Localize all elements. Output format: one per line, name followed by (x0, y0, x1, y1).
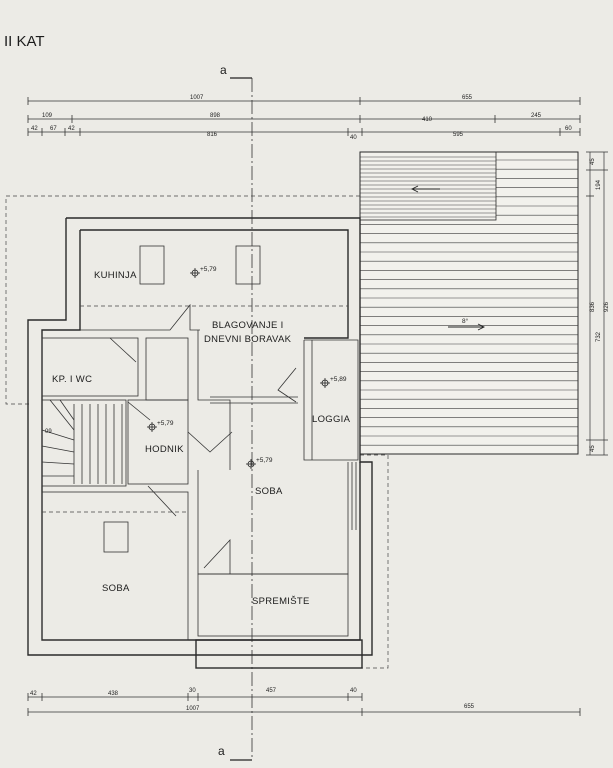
level-soba: +5,79 (256, 457, 273, 464)
dim-top-595: 595 (453, 132, 464, 138)
level-marker-hodnik: +5,79 (147, 420, 174, 432)
room-soba-left: SOBA (102, 583, 130, 594)
dim-top-410: 410 (422, 117, 433, 123)
hallway (127, 399, 233, 485)
level-marker-soba: +5,79 (246, 457, 273, 469)
level-marker-loggia: +5,89 (320, 376, 347, 388)
dim-top-40: 40 (350, 135, 357, 141)
dim-bottom-457: 457 (266, 688, 277, 694)
level-markers: +5,79 +5,89 +5,79 +5,79 (147, 266, 347, 469)
room-labels: KUHINJA BLAGOVANJE I DNEVNI BORAVAK KP. … (52, 270, 351, 607)
roof-terrace: 8° (359, 151, 579, 455)
footprint-outline (5, 195, 389, 669)
right-dimensions: 45 194 836 926 732 45 (586, 151, 610, 456)
level-hodnik: +5,79 (157, 420, 174, 427)
room-spremiste: SPREMIŠTE (252, 596, 310, 607)
dim-bottom-438: 438 (108, 691, 119, 697)
section-label-bottom: a (218, 744, 225, 758)
dim-top-898: 898 (210, 113, 221, 119)
stair-dim: 09 (45, 429, 52, 435)
dim-top-816: 816 (207, 132, 218, 138)
room-blagovanje-2: DNEVNI BORAVAK (204, 334, 292, 345)
kitchen (80, 245, 348, 331)
section-label-top: a (220, 63, 227, 77)
dim-right-45b: 45 (590, 445, 596, 452)
dim-bottom-40: 40 (350, 688, 357, 694)
dim-top-245: 245 (531, 113, 542, 119)
bathroom (41, 337, 189, 401)
room-kuhinja: KUHINJA (94, 270, 137, 281)
room-hodnik: HODNIK (145, 444, 184, 455)
staircase: 09 (41, 399, 127, 487)
bedroom-left (41, 485, 189, 641)
dim-top-655: 655 (462, 95, 473, 101)
roof-slope-label: 8° (462, 317, 469, 325)
section-line: a a (218, 63, 253, 761)
dim-bottom-655: 655 (464, 704, 475, 710)
storage-room (197, 573, 349, 637)
bottom-dimensions: 42 438 30 457 40 1007 655 (27, 688, 581, 716)
dim-right-194: 194 (596, 179, 602, 190)
dim-top-67: 67 (50, 126, 57, 132)
room-blagovanje-1: BLAGOVANJE I (212, 320, 284, 331)
room-kp-wc: KP. I WC (52, 374, 92, 385)
dim-top-109: 109 (42, 113, 53, 119)
dim-top-60: 60 (565, 126, 572, 132)
dim-right-836: 836 (590, 301, 596, 312)
dim-bottom-1007: 1007 (186, 706, 200, 712)
top-dimensions: 1007 655 109 898 410 245 42 67 42 816 40… (27, 95, 581, 141)
dim-right-926: 926 (604, 301, 610, 312)
dim-top-1007: 1007 (190, 95, 204, 101)
dim-top-42a: 42 (31, 126, 38, 132)
dim-bottom-30: 30 (189, 688, 196, 694)
dim-right-732: 732 (596, 331, 602, 342)
dim-right-45a: 45 (590, 158, 596, 165)
dim-top-42b: 42 (68, 126, 75, 132)
level-loggia: +5,89 (330, 376, 347, 383)
room-loggia: LOGGIA (312, 414, 351, 425)
dim-bottom-42: 42 (30, 691, 37, 697)
dining-living (197, 330, 359, 470)
bedroom-center (197, 462, 357, 575)
room-soba-center: SOBA (255, 486, 283, 497)
floor-title: II KAT (4, 33, 45, 50)
level-kuhinja: +5,79 (200, 266, 217, 273)
level-marker-kuhinja: +5,79 (190, 266, 217, 278)
